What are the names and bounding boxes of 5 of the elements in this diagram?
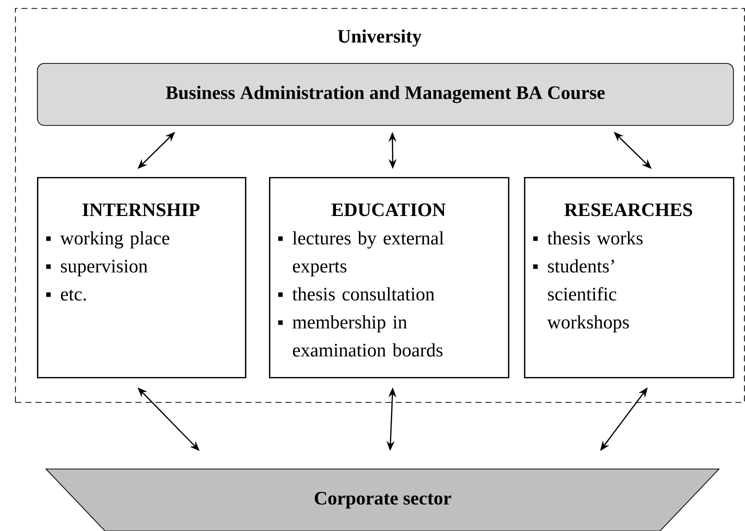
content-box: INTERNSHIP working place supervision etc. <box>37 177 246 378</box>
frame-title: University <box>338 29 422 47</box>
content-box: RESEARCHES thesis works students’ scientific workshops <box>524 177 734 378</box>
content-box: EDUCATION lectures by external experts thesis consultation membership in examination boards <box>269 177 510 378</box>
rounded-box: Business Administration and Management BA Course <box>37 63 734 126</box>
